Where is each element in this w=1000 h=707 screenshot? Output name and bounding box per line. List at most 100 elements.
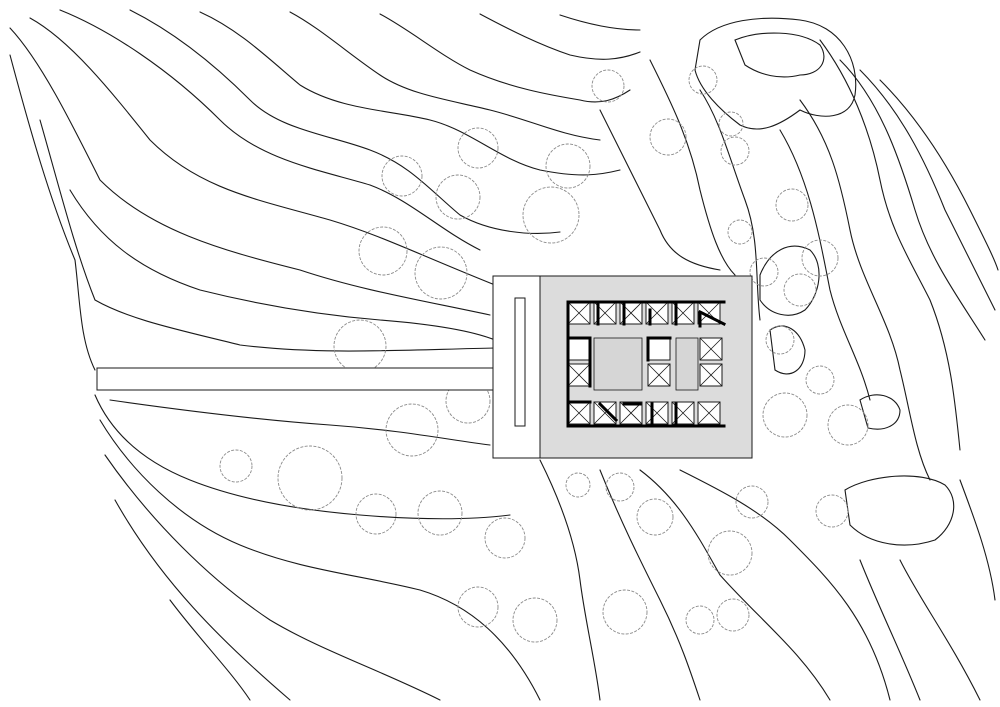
tree-canopy: [333, 319, 387, 373]
contour-line: [599, 109, 721, 271]
contour-line: [9, 27, 491, 316]
inner-courtyard: [593, 337, 643, 391]
contour-line: [639, 469, 831, 701]
tree-canopy: [762, 392, 808, 438]
rock-outcrops: [694, 17, 955, 546]
contour-line: [94, 394, 511, 520]
room-cell: [647, 337, 671, 361]
contour-line: [559, 14, 641, 31]
room-cross-line: [699, 363, 723, 387]
tree-canopy: [649, 118, 687, 156]
contour-line: [379, 13, 631, 103]
tree-canopy: [522, 186, 580, 244]
contour-line: [779, 129, 871, 401]
contour-line: [289, 11, 601, 141]
tree-canopy: [602, 589, 648, 635]
tree-canopy: [219, 449, 253, 483]
tree-canopy: [805, 365, 835, 395]
contour-line: [39, 119, 496, 352]
tree-canopy: [685, 605, 715, 635]
contour-line: [59, 9, 481, 251]
tree-canopy: [417, 490, 463, 536]
tree-canopy: [381, 155, 423, 197]
room-cross-line: [567, 301, 591, 325]
tree-canopy: [457, 586, 499, 628]
contour-line: [539, 459, 601, 701]
thick-wall: [697, 309, 727, 327]
tree-canopy: [636, 498, 674, 536]
tree-canopy: [591, 69, 625, 103]
room-cross-line: [645, 401, 669, 425]
contour-line: [959, 479, 996, 601]
tree-canopy: [277, 445, 343, 511]
contour-line: [649, 59, 736, 276]
building-plan: [566, 300, 727, 428]
tree-canopy: [827, 404, 869, 446]
contour-line: [899, 559, 981, 701]
room-cell: [567, 337, 591, 361]
tree-canopy: [484, 517, 526, 559]
tree-canopy: [783, 273, 817, 307]
tree-canopy: [565, 472, 591, 498]
tree-canopy: [512, 597, 558, 643]
tree-canopy: [435, 174, 481, 220]
rock-outcrop: [769, 325, 806, 375]
contour-line: [859, 69, 996, 311]
contour-line: [169, 599, 251, 701]
rock-outcrop: [734, 32, 825, 78]
tree-canopy: [716, 598, 750, 632]
thick-wall: [597, 401, 619, 423]
tree-canopy: [707, 530, 753, 576]
tree-canopy: [720, 136, 750, 166]
tree-canopy: [688, 65, 718, 95]
contour-line: [699, 89, 761, 321]
tree-canopy: [735, 485, 769, 519]
contour-line: [479, 13, 641, 60]
tree-canopy: [414, 246, 468, 300]
contour-line: [99, 419, 541, 701]
contour-line: [129, 9, 561, 234]
tree-canopy: [727, 219, 753, 245]
room-cross-line: [699, 337, 723, 361]
tree-canopies: [219, 65, 869, 643]
room-cross-line: [697, 401, 721, 425]
contour-line: [104, 454, 441, 701]
tree-canopy: [358, 226, 408, 276]
contour-line: [29, 17, 496, 286]
tree-canopy: [718, 111, 744, 137]
contour-lines: [9, 9, 999, 701]
rock-outcrop: [859, 394, 901, 430]
tree-canopy: [457, 127, 499, 169]
contour-line: [114, 499, 291, 701]
tree-canopy: [775, 188, 809, 222]
contour-line: [799, 99, 931, 481]
contour-line: [859, 559, 921, 701]
tree-canopy: [385, 403, 439, 457]
rock-outcrop: [759, 245, 820, 316]
rock-outcrop: [844, 475, 955, 546]
room-cross-line: [619, 401, 643, 425]
room-cross-line: [567, 363, 591, 387]
entrance-bench: [514, 297, 526, 427]
room-cross-line: [567, 401, 591, 425]
tree-canopy: [605, 472, 635, 502]
inner-room: [675, 337, 699, 391]
room-cross-line: [647, 363, 671, 387]
contour-line: [69, 189, 496, 341]
contour-line: [599, 469, 701, 701]
contour-line: [839, 59, 986, 341]
room-cross-line: [593, 401, 617, 425]
contour-line: [9, 54, 96, 371]
tree-canopy: [749, 257, 779, 287]
contour-line: [819, 39, 961, 451]
tree-canopy: [765, 325, 795, 355]
contour-line: [199, 11, 621, 176]
rock-outcrop: [694, 17, 857, 130]
access-path: [96, 367, 498, 391]
tree-canopy: [545, 143, 591, 189]
tree-canopy: [815, 494, 849, 528]
tree-canopy: [355, 493, 397, 535]
contour-line: [109, 399, 491, 446]
tree-canopy: [801, 239, 839, 277]
